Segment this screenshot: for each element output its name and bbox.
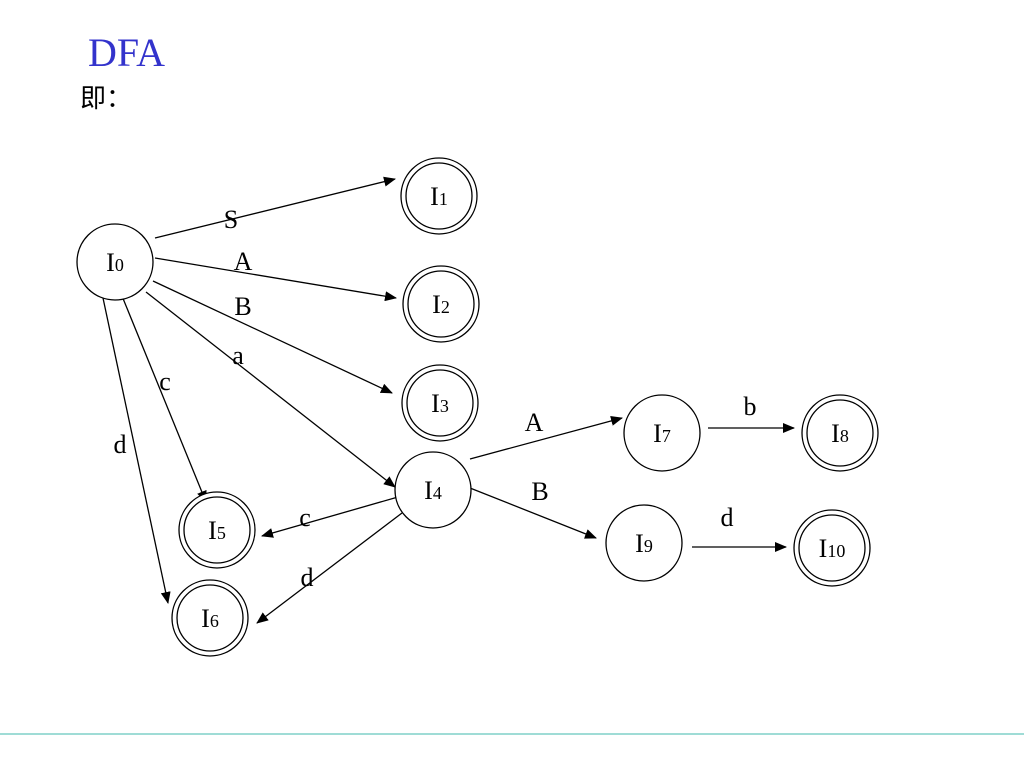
transition-label-i0-i2: A: [234, 247, 253, 276]
state-label: I6: [201, 604, 219, 633]
footer-rule: [0, 733, 1024, 735]
state-label: I7: [653, 419, 671, 448]
transition-label-i7-i8: b: [744, 392, 757, 421]
state-circle: [76, 223, 154, 301]
state-circle: [400, 157, 478, 235]
accepting-ring: [183, 496, 251, 564]
state-circle: [801, 394, 879, 472]
state-i2: I2: [402, 265, 480, 343]
state-circle: [623, 394, 701, 472]
transition-arrow-i0-i6: [102, 297, 171, 604]
transition-arrow-i4-i5: [261, 496, 399, 538]
transition-label-i0-i6: d: [114, 430, 127, 459]
state-circle: [605, 504, 683, 582]
slide-subtitle: 即：: [80, 84, 133, 114]
transition-arrow-i0-i1: [154, 176, 396, 239]
transition-arrow-i0-i2: [154, 257, 397, 302]
accepting-ring: [407, 270, 475, 338]
transition-label-i4-i5: c: [299, 503, 311, 532]
state-i3: I3: [401, 364, 479, 442]
accepting-ring: [406, 369, 474, 437]
state-label: I3: [431, 389, 449, 418]
state-i1: I1: [400, 157, 478, 235]
transition-arrow-i4-i7: [469, 416, 623, 460]
transition-label-i4-i9: B: [531, 477, 548, 506]
transition-arrow-i0-i3: [152, 280, 393, 394]
state-label: I0: [106, 248, 124, 277]
transition-label-i0-i5: c: [159, 367, 171, 396]
slide-title: DFA: [88, 30, 166, 75]
accepting-ring: [405, 162, 473, 230]
state-i9: I9: [605, 504, 683, 582]
transition-label-i0-i4: a: [232, 341, 244, 370]
state-circle: [171, 579, 249, 657]
state-circle: [178, 491, 256, 569]
transition-label-i0-i3: B: [234, 292, 251, 321]
state-label: I1: [430, 182, 448, 211]
transition-arrow-i0-i5: [121, 295, 207, 503]
state-circle: [394, 451, 472, 529]
transition-label-i9-i10: d: [721, 503, 734, 532]
state-label: I9: [635, 529, 653, 558]
state-i6: I6: [171, 579, 249, 657]
accepting-ring: [176, 584, 244, 652]
transition-arrow-i0-i4: [145, 291, 396, 488]
state-i7: I7: [623, 394, 701, 472]
state-label: I8: [831, 419, 849, 448]
transition-label-i4-i6: d: [301, 563, 314, 592]
transition-arrow-i4-i9: [469, 487, 597, 539]
state-i4: I4: [394, 451, 472, 529]
transition-label-i4-i7: A: [525, 408, 544, 437]
transition-arrow-i4-i6: [256, 512, 403, 624]
accepting-ring: [798, 514, 866, 582]
accepting-ring: [806, 399, 874, 467]
transition-label-i0-i1: S: [224, 205, 238, 234]
state-i8: I8: [801, 394, 879, 472]
state-i0: I0: [76, 223, 154, 301]
state-circle: [401, 364, 479, 442]
state-circle: [402, 265, 480, 343]
state-label: I2: [432, 290, 450, 319]
state-circle: [793, 509, 871, 587]
state-i5: I5: [178, 491, 256, 569]
state-label: I4: [424, 476, 442, 505]
state-label: I5: [208, 516, 226, 545]
state-i10: I10: [793, 509, 871, 587]
state-label: I10: [819, 534, 846, 563]
